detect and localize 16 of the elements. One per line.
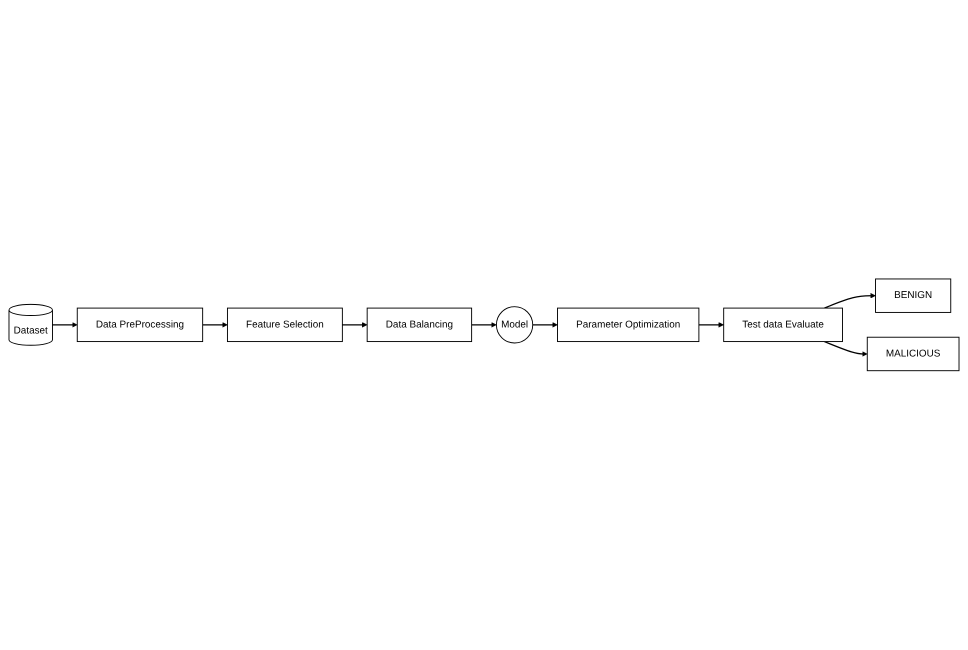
node-box: Data Balancing [366,308,472,342]
arrow [698,322,724,328]
arrow [472,322,497,328]
node-box: Test data Evaluate [723,308,843,342]
node-box: MALICIOUS [866,336,960,372]
arrow [824,341,868,357]
node-box: Feature Selection [226,308,343,342]
arrow [202,322,228,328]
node-circle: Model [496,306,534,344]
node-box: Parameter Optimization [557,308,700,342]
node-box: BENIGN [875,278,952,314]
arrow [824,293,876,309]
arrow [532,322,558,328]
arrow [52,322,78,328]
node-box: Data PreProcessing [76,308,204,342]
arrow [342,322,368,328]
